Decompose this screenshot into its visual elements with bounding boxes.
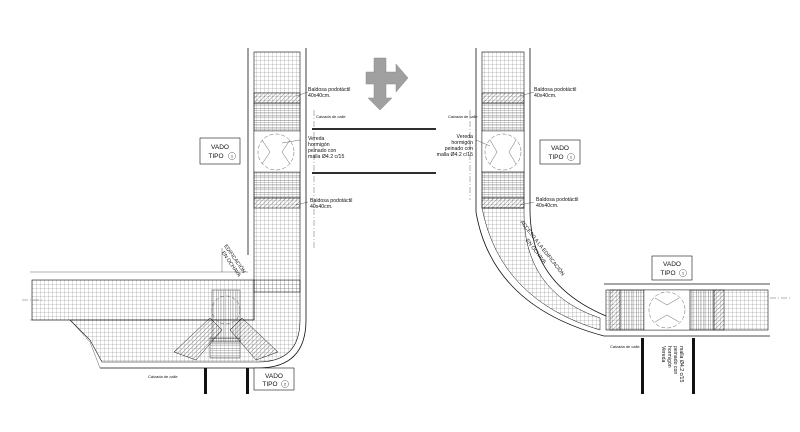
right-vado-top-tipo: TIPO xyxy=(548,154,563,161)
left-vereda-line3: peinado con xyxy=(308,148,336,154)
left-vado-bottom-num: 2 xyxy=(284,382,287,387)
right-vereda-v-line3: peinado con xyxy=(672,346,678,374)
right-paving-bottom-line1: Baldosa podotáctil xyxy=(536,197,578,203)
left-paving-bottom-line1: Baldosa podotáctil xyxy=(310,198,352,204)
left-vado-top-tipo: TIPO xyxy=(208,153,223,160)
right-vado-top-title: VADO xyxy=(551,145,569,152)
right-small-note: Calzada de calle xyxy=(448,114,478,119)
right-paving-top-line2: 40x40cm. xyxy=(534,93,557,99)
left-vereda-line4: malla Ø4.2 c/15 xyxy=(308,154,344,160)
left-vereda-line2: hormigón xyxy=(308,142,330,148)
left-paving-top-line1: Baldosa podotáctil xyxy=(308,87,350,93)
right-vereda-v-line4: malla Ø4.2 c/15 xyxy=(678,346,684,382)
left-small-note-bottom: Calzada de calle xyxy=(148,374,178,379)
center-divider xyxy=(312,57,436,174)
right-vado-right-tipo: TIPO xyxy=(660,270,675,277)
right-vado-tipo1-box: VADO TIPO 1 xyxy=(539,139,581,165)
right-vereda-line1: Vereda xyxy=(457,134,474,140)
right-vereda-line4: malla Ø4.2 c/15 xyxy=(437,152,473,158)
left-vereda-line1: Vereda xyxy=(308,136,325,142)
direction-arrow-icon xyxy=(365,57,409,111)
right-vereda-v-line2: hormigón xyxy=(666,346,672,368)
right-manhole-circle xyxy=(484,133,522,171)
right-vereda-line3: peinado con xyxy=(445,146,473,152)
right-vereda-line2: hormigón xyxy=(451,140,473,146)
left-vado-top-num: 1 xyxy=(231,154,234,159)
right-paving-bottom-line2: 40x40cm. xyxy=(536,203,559,209)
right-plan: Baldosa podotáctil 40x40cm. Baldosa podo… xyxy=(437,48,792,394)
right-vado-top-num: 1 xyxy=(570,155,573,160)
left-manhole-circle xyxy=(257,133,295,171)
left-paving-top-line2: 40x40cm. xyxy=(308,93,331,99)
left-vado-bottom-tipo: TIPO xyxy=(262,381,277,388)
left-paving-bottom-line2: 40x40cm. xyxy=(310,204,333,210)
left-vado-tipo2-box: VADO TIPO 2 xyxy=(253,367,295,391)
right-vado-right-num: 1 xyxy=(682,271,685,276)
left-plan: Baldosa podotáctil 40x40cm. Baldosa podo… xyxy=(22,48,352,394)
right-small-note-bottom: Calzada de calle xyxy=(610,344,640,349)
right-vado-tipo1-box-2: VADO TIPO 1 xyxy=(651,255,693,281)
right-paving-top-line1: Baldosa podotáctil xyxy=(534,87,576,93)
right-vado-right-title: VADO xyxy=(663,261,681,268)
left-vado-tipo1-box: VADO TIPO 1 xyxy=(199,137,241,165)
right-curved-sidewalk xyxy=(481,207,601,331)
left-small-note: Calzada de calle xyxy=(316,114,346,119)
left-vado-top-title: VADO xyxy=(211,144,229,151)
left-vado-bottom-title: VADO xyxy=(265,373,283,380)
right-vereda-v-line1: Vereda xyxy=(660,346,666,363)
